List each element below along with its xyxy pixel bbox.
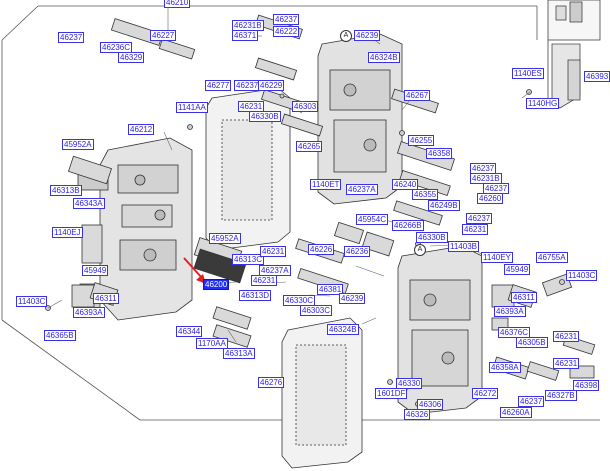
- callout-label[interactable]: 45952A: [62, 139, 94, 150]
- callout-label[interactable]: 46231: [553, 331, 580, 342]
- callout-label[interactable]: 46237: [466, 213, 493, 224]
- callout-label[interactable]: 46226: [308, 244, 335, 255]
- callout-label[interactable]: 1140ES: [512, 68, 544, 79]
- callout-label[interactable]: 46330B: [416, 232, 448, 243]
- frame-lines: [1, 0, 600, 421]
- callout-label[interactable]: 46371: [232, 30, 259, 41]
- callout-label[interactable]: 46236C: [100, 42, 133, 53]
- inset-detail: [547, 0, 601, 109]
- callout-label[interactable]: 1141AA: [176, 102, 208, 113]
- callout-label[interactable]: 46303C: [300, 305, 333, 316]
- callout-label[interactable]: 46305B: [516, 337, 548, 348]
- callout-label[interactable]: 1170AA: [196, 338, 228, 349]
- callout-label[interactable]: 46231: [462, 224, 489, 235]
- callout-label[interactable]: 1140HG: [526, 98, 560, 109]
- callout-label[interactable]: 46231: [251, 275, 278, 286]
- callout-label[interactable]: 46343A: [73, 198, 105, 209]
- separator-plate-left: [205, 87, 291, 251]
- callout-label[interactable]: 46755A: [536, 252, 568, 263]
- callout-label[interactable]: 46313D: [239, 290, 272, 301]
- callout-label[interactable]: 46240: [392, 179, 419, 190]
- callout-label[interactable]: 46311: [93, 293, 119, 304]
- callout-label[interactable]: 46239: [339, 293, 366, 304]
- callout-label[interactable]: 45949: [504, 264, 531, 275]
- callout-label[interactable]: 1140ET: [310, 179, 342, 190]
- callout-label[interactable]: 46267: [404, 90, 431, 101]
- callout-label[interactable]: 46210: [164, 0, 191, 8]
- callout-label[interactable]: 1140EY: [481, 252, 513, 263]
- callout-label[interactable]: 46324B: [327, 324, 359, 335]
- callout-label[interactable]: 46249B: [428, 200, 460, 211]
- callout-label[interactable]: 46266B: [392, 220, 424, 231]
- callout-label[interactable]: 46227: [150, 30, 177, 41]
- separator-plate-lower: [281, 317, 363, 469]
- callout-label[interactable]: 46324B: [368, 52, 400, 63]
- callout-label[interactable]: 46272: [472, 388, 499, 399]
- callout-label[interactable]: 46330C: [283, 295, 316, 306]
- callout-label[interactable]: 46313C: [232, 254, 265, 265]
- callout-label[interactable]: 46255: [408, 135, 435, 146]
- callout-label[interactable]: 46393A: [494, 306, 526, 317]
- callout-label[interactable]: 46313A: [223, 348, 255, 359]
- callout-label[interactable]: 46237: [518, 396, 545, 407]
- callout-label[interactable]: 11403C: [16, 296, 48, 307]
- callout-label[interactable]: 46326: [404, 409, 431, 420]
- left-valve-body: [77, 137, 193, 321]
- callout-label[interactable]: 45949: [82, 265, 109, 276]
- callout-label[interactable]: 46376C: [498, 327, 531, 338]
- section-marker-a-upper: A: [340, 30, 352, 42]
- callout-label[interactable]: 46265: [296, 141, 323, 152]
- callout-label[interactable]: 46327B: [545, 390, 577, 401]
- callout-label[interactable]: 1601DF: [375, 388, 408, 399]
- lower-valve-body: [397, 245, 483, 415]
- callout-label[interactable]: 46260: [477, 193, 504, 204]
- callout-label[interactable]: 46231: [260, 246, 287, 257]
- callout-label[interactable]: 46393: [584, 71, 610, 82]
- callout-label[interactable]: 46398: [573, 380, 600, 391]
- callout-label[interactable]: 46393A: [73, 307, 105, 318]
- callout-label[interactable]: 45952A: [209, 233, 241, 244]
- callout-label[interactable]: 46222: [273, 26, 300, 37]
- callout-label[interactable]: 46381: [317, 284, 344, 295]
- callout-label[interactable]: 46330: [396, 378, 423, 389]
- callout-label[interactable]: 46358: [426, 148, 453, 159]
- callout-label[interactable]: 46313B: [50, 185, 82, 196]
- callout-label[interactable]: 45954C: [356, 214, 389, 225]
- section-marker-a-lower: A: [414, 244, 426, 256]
- callout-label[interactable]: 46229: [258, 80, 285, 91]
- callout-label[interactable]: 46231: [553, 358, 580, 369]
- callout-label[interactable]: 46365B: [44, 330, 76, 341]
- callout-label[interactable]: 46329: [118, 52, 145, 63]
- callout-label[interactable]: 46303: [292, 101, 319, 112]
- upper-valve-body: [317, 33, 403, 205]
- callout-label[interactable]: 46277: [205, 80, 232, 91]
- callout-label[interactable]: 46237: [273, 14, 300, 25]
- callout-label[interactable]: 46239: [354, 30, 381, 41]
- callout-label-selected[interactable]: 46200: [203, 279, 230, 290]
- callout-label[interactable]: 46237: [234, 80, 261, 91]
- callout-label[interactable]: 1140EJ: [52, 227, 83, 238]
- callout-label[interactable]: 46355: [412, 189, 439, 200]
- callout-label[interactable]: 46276: [258, 377, 285, 388]
- callout-label[interactable]: 46212: [128, 124, 155, 135]
- callout-label[interactable]: 11403B: [448, 241, 479, 252]
- callout-label[interactable]: 46237A: [346, 184, 378, 195]
- callout-label[interactable]: 46236: [344, 246, 371, 257]
- callout-label[interactable]: 46358A: [489, 362, 521, 373]
- callout-label[interactable]: 46237: [58, 32, 85, 43]
- callout-label[interactable]: 46330B: [249, 111, 281, 122]
- callout-label[interactable]: 46260A: [500, 407, 532, 418]
- callout-label[interactable]: 11403C: [566, 270, 598, 281]
- callout-label[interactable]: 46311: [511, 292, 537, 303]
- callout-label[interactable]: 46344: [176, 326, 203, 337]
